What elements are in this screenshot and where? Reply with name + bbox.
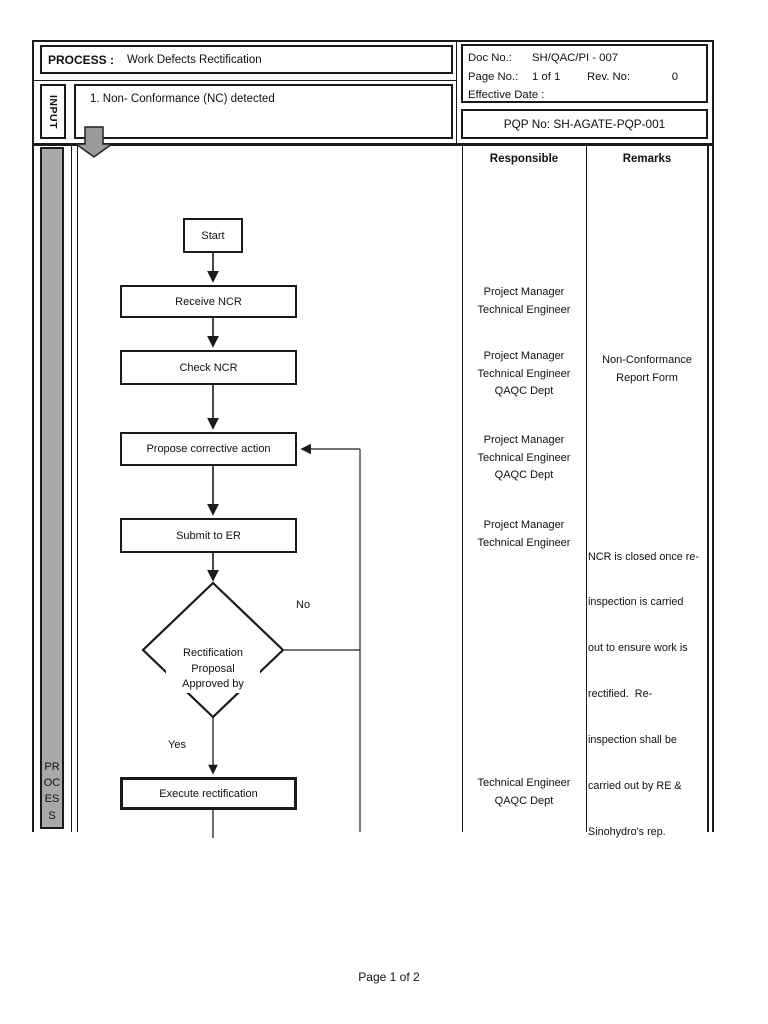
flow-execute-rectification-label: Execute rectification (159, 787, 258, 800)
pqp-no: PQP No: SH-AGATE-PQP-001 (503, 117, 666, 131)
remarks-line: inspection shall be (588, 734, 677, 747)
input-label: INPUT (47, 94, 59, 129)
remarks-col-divider (586, 146, 588, 832)
remarks-submit: NCR is closed once re- inspection is car… (588, 519, 707, 871)
process-title-box: PROCESS : Work Defects Rectification (40, 45, 453, 74)
process-phase-bar: PROCESS (40, 147, 64, 829)
responsible-receive: Project Manager Technical Engineer (464, 284, 584, 319)
flow-check-ncr-label: Check NCR (179, 361, 238, 374)
responsible-line: Technical Engineer (477, 303, 571, 316)
responsible-column-header: Responsible (489, 153, 559, 165)
responsible-line: Project Manager (483, 519, 565, 531)
outer-right-border (712, 40, 714, 832)
responsible-line: Technical Engineer (477, 367, 571, 380)
remarks-check: Non-Conformance Report Form (588, 351, 706, 387)
responsible-line: QAQC Dept (494, 385, 554, 397)
flow-col-left-line-b (76, 143, 78, 832)
page-no-value: 1 of 1 (532, 70, 561, 83)
flow-col-left-line-a (71, 143, 73, 832)
remarks-line: out to ensure work is (588, 642, 688, 655)
responsible-check: Project Manager Technical Engineer QAQC … (464, 348, 584, 401)
header-row-divider (32, 80, 457, 82)
responsible-line: QAQC Dept (494, 469, 554, 481)
process-vertical-label: PROCESS (43, 760, 61, 822)
flow-execute-rectification-box: Execute rectification (120, 777, 297, 810)
header-center-divider (456, 40, 458, 143)
rev-no-value: 0 (671, 70, 678, 83)
remarks-line: inspection is carried (588, 596, 684, 609)
responsible-line: Project Manager (483, 286, 565, 298)
input-content-box: 1. Non- Conformance (NC) detected (74, 84, 453, 139)
decision-label-line: Approved by (182, 678, 244, 690)
decision-label-line: Proposal (191, 662, 235, 675)
branch-yes-label: Yes (166, 739, 188, 751)
page-footer: Page 1 of 2 (358, 970, 420, 984)
responsible-line: Project Manager (483, 350, 565, 362)
responsible-line: Technical Engineer (477, 536, 571, 549)
input-flow-arrow-icon (74, 126, 115, 158)
doc-no-label: Doc No.: (468, 52, 512, 64)
effective-date-label: Effective Date : (468, 89, 545, 101)
outer-left-border (32, 40, 34, 832)
flow-check-ncr-box: Check NCR (120, 350, 297, 385)
flow-submit-er-label: Submit to ER (176, 529, 241, 542)
responsible-line: Project Manager (483, 434, 565, 446)
flow-receive-ncr-box: Receive NCR (120, 285, 297, 318)
flow-propose-action-label: Propose corrective action (146, 443, 271, 455)
flow-submit-er-box: Submit to ER (120, 518, 297, 553)
remarks-line: Sinohydro's rep. (588, 825, 666, 838)
responsible-line: Technical Engineer (477, 777, 571, 789)
pqp-no-box: PQP No: SH-AGATE-PQP-001 (461, 109, 708, 139)
responsible-line: Technical Engineer (477, 451, 571, 464)
remarks-line: Non-Conformance (602, 354, 692, 366)
decision-label: Rectification Proposal Approved by (166, 646, 260, 693)
page-no-label: Page No.: (468, 70, 519, 83)
table-right-border (706, 143, 709, 832)
input-item: 1. Non- Conformance (NC) detected (90, 93, 275, 105)
responsible-submit: Project Manager Technical Engineer (464, 517, 584, 552)
process-label: PROCESS : (48, 52, 115, 67)
flow-receive-ncr-label: Receive NCR (175, 295, 242, 308)
branch-no-label: No (294, 599, 313, 611)
remarks-column-header: Remarks (622, 153, 672, 165)
responsible-propose: Project Manager Technical Engineer QAQC … (464, 432, 584, 485)
remarks-line: Report Form (616, 372, 678, 384)
rev-no-label: Rev. No: (587, 70, 631, 83)
remarks-line: carried out by RE & (588, 780, 682, 793)
input-label-box: INPUT (40, 84, 66, 139)
responsible-line: QAQC Dept (494, 794, 554, 807)
remarks-line: rectified. Re- (588, 688, 653, 701)
responsible-execute: Technical Engineer QAQC Dept (464, 775, 584, 810)
outer-top-border (32, 40, 713, 42)
remarks-line: NCR is closed once re- (588, 550, 700, 563)
process-title: Work Defects Rectification (127, 53, 262, 66)
flow-propose-action-box: Propose corrective action (120, 432, 297, 466)
flow-start-box: Start (183, 218, 243, 253)
responsible-col-divider (462, 146, 464, 832)
flow-start-label: Start (201, 229, 225, 242)
doc-info-box: Doc No.: SH/QAC/PI - 007 Page No.: 1 of … (461, 44, 708, 103)
table-top-border (32, 143, 713, 146)
decision-label-line: Rectification (183, 647, 243, 659)
doc-no-value: SH/QAC/PI - 007 (532, 52, 619, 64)
